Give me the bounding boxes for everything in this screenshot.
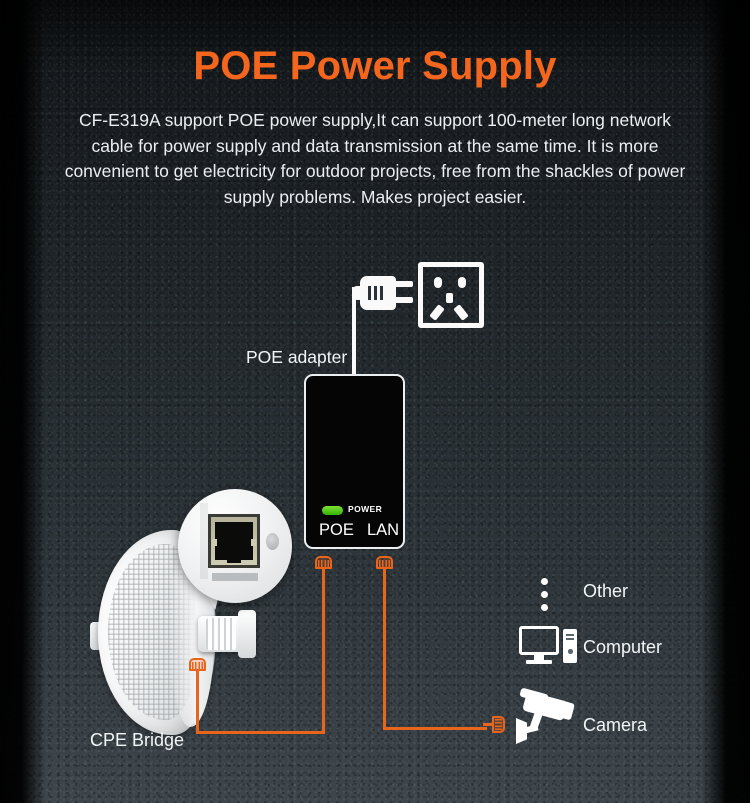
rj45-port-clip bbox=[251, 539, 256, 546]
wall-socket-icon bbox=[418, 262, 484, 328]
computer-tower bbox=[563, 629, 577, 663]
poe-adapter-device: POWER POE LAN bbox=[304, 374, 405, 549]
monitor-stand bbox=[534, 655, 544, 660]
rj45-port-notch bbox=[227, 551, 241, 563]
ellipsis-dot bbox=[541, 604, 548, 611]
cpe-mount-rings bbox=[206, 618, 236, 650]
monitor-base bbox=[526, 660, 552, 664]
socket-round-pin-left bbox=[434, 277, 442, 288]
lan-port-label: LAN bbox=[367, 521, 400, 539]
rj45-port-screw bbox=[266, 533, 279, 550]
ellipsis-dot bbox=[541, 578, 548, 585]
rj45-connector-icon bbox=[315, 556, 332, 578]
device-label-other: Other bbox=[583, 581, 629, 601]
ethernet-cable-segment bbox=[383, 727, 487, 730]
rj45-connector-icon bbox=[376, 556, 393, 578]
device-label-computer: Computer bbox=[583, 637, 663, 657]
tower-vent bbox=[566, 634, 574, 636]
rj45-connector-tail bbox=[322, 568, 325, 578]
plug-prong-bottom bbox=[394, 297, 413, 303]
socket-angled-pin-left bbox=[429, 304, 445, 321]
camera-wall-plate bbox=[516, 718, 527, 744]
poe-port-label: POE bbox=[319, 521, 354, 539]
page-title: POE Power Supply bbox=[193, 44, 557, 88]
rj45-connector-pins bbox=[495, 719, 502, 730]
plug-slot bbox=[380, 286, 383, 300]
ethernet-cable-segment bbox=[196, 731, 325, 734]
camera-lens bbox=[558, 700, 575, 721]
cctv-camera-icon bbox=[516, 687, 582, 744]
rj45-connector-tail bbox=[483, 723, 493, 726]
desktop-computer-icon bbox=[519, 626, 577, 666]
ellipsis-icon bbox=[541, 578, 549, 612]
rj45-port-closeup bbox=[178, 489, 292, 603]
callout-shadow bbox=[200, 503, 208, 579]
socket-round-pin-right bbox=[458, 277, 466, 288]
power-cord-segment bbox=[352, 287, 360, 291]
power-plug-icon bbox=[352, 272, 414, 314]
rj45-connector-pins bbox=[192, 662, 203, 669]
tower-vent bbox=[566, 638, 574, 640]
power-led-indicator bbox=[322, 506, 343, 515]
rj45-port-clip bbox=[212, 539, 217, 546]
cpe-mount-cap bbox=[238, 610, 256, 658]
monitor-screen bbox=[519, 626, 559, 655]
rj45-connector-tail bbox=[196, 670, 199, 680]
plug-slot bbox=[368, 286, 371, 300]
cpe-bridge-label: CPE Bridge bbox=[90, 730, 185, 750]
page-description: CF-E319A support POE power supply,It can… bbox=[64, 110, 686, 207]
power-led-label: POWER bbox=[348, 504, 383, 514]
power-cord-segment bbox=[352, 288, 356, 376]
ethernet-cable-segment bbox=[322, 570, 325, 734]
socket-angled-pin-right bbox=[453, 304, 469, 321]
ellipsis-dot bbox=[541, 591, 548, 598]
ethernet-cable-segment bbox=[383, 570, 386, 730]
plug-slot bbox=[374, 286, 377, 300]
plug-prong-top bbox=[394, 281, 413, 287]
rj45-connector-icon bbox=[189, 658, 206, 680]
socket-middle-pin bbox=[446, 293, 453, 303]
ethernet-cable-segment bbox=[196, 672, 199, 734]
device-label-camera: Camera bbox=[583, 715, 648, 735]
tower-power-button bbox=[568, 649, 573, 654]
rj45-connector-pins bbox=[318, 560, 329, 567]
plug-body bbox=[360, 276, 396, 310]
rj45-connector-icon bbox=[483, 716, 505, 733]
rj45-connector-pins bbox=[379, 560, 390, 567]
rj45-connector-tail bbox=[383, 568, 386, 578]
poe-adapter-label: POE adapter bbox=[246, 347, 348, 367]
rj45-port-base bbox=[212, 573, 258, 581]
